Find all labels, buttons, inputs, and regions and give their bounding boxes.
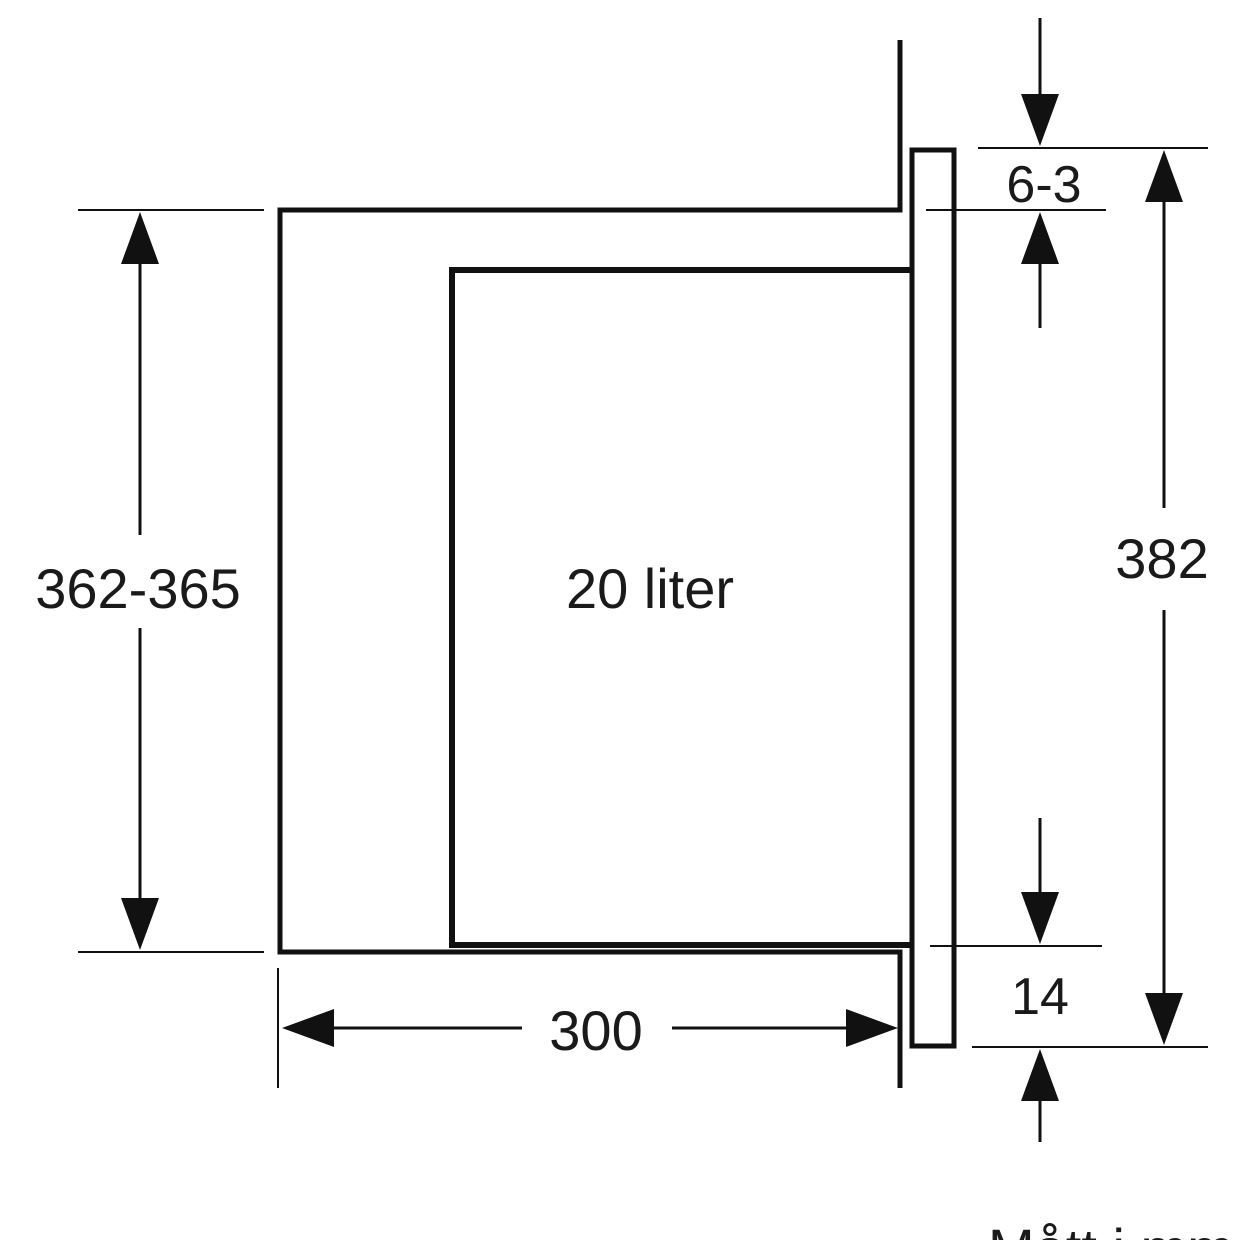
cabinet-outline bbox=[277, 40, 903, 1088]
front-panel bbox=[909, 147, 957, 1049]
arrowhead-right bbox=[846, 1009, 898, 1047]
appliance-body bbox=[449, 267, 910, 948]
arrowhead-down bbox=[1021, 892, 1059, 944]
top-gap-label: 6-3 bbox=[1006, 156, 1081, 214]
arrowhead-left bbox=[282, 1009, 334, 1047]
front-height-label: 382 bbox=[1115, 527, 1208, 590]
arrowhead-up bbox=[1145, 150, 1183, 202]
arrowhead-up bbox=[1021, 1049, 1059, 1101]
arrowhead-up bbox=[121, 212, 159, 264]
arrowhead-down bbox=[121, 898, 159, 950]
arrowhead-down bbox=[1145, 993, 1183, 1045]
bottom-gap-label: 14 bbox=[1011, 968, 1069, 1026]
arrowhead-up bbox=[1021, 212, 1059, 264]
units-note: Mått i mm bbox=[988, 1217, 1234, 1240]
depth-label: 300 bbox=[549, 999, 642, 1062]
niche-height-label: 362-365 bbox=[35, 557, 241, 620]
volume-label: 20 liter bbox=[566, 557, 734, 620]
arrowhead-down bbox=[1021, 94, 1059, 146]
